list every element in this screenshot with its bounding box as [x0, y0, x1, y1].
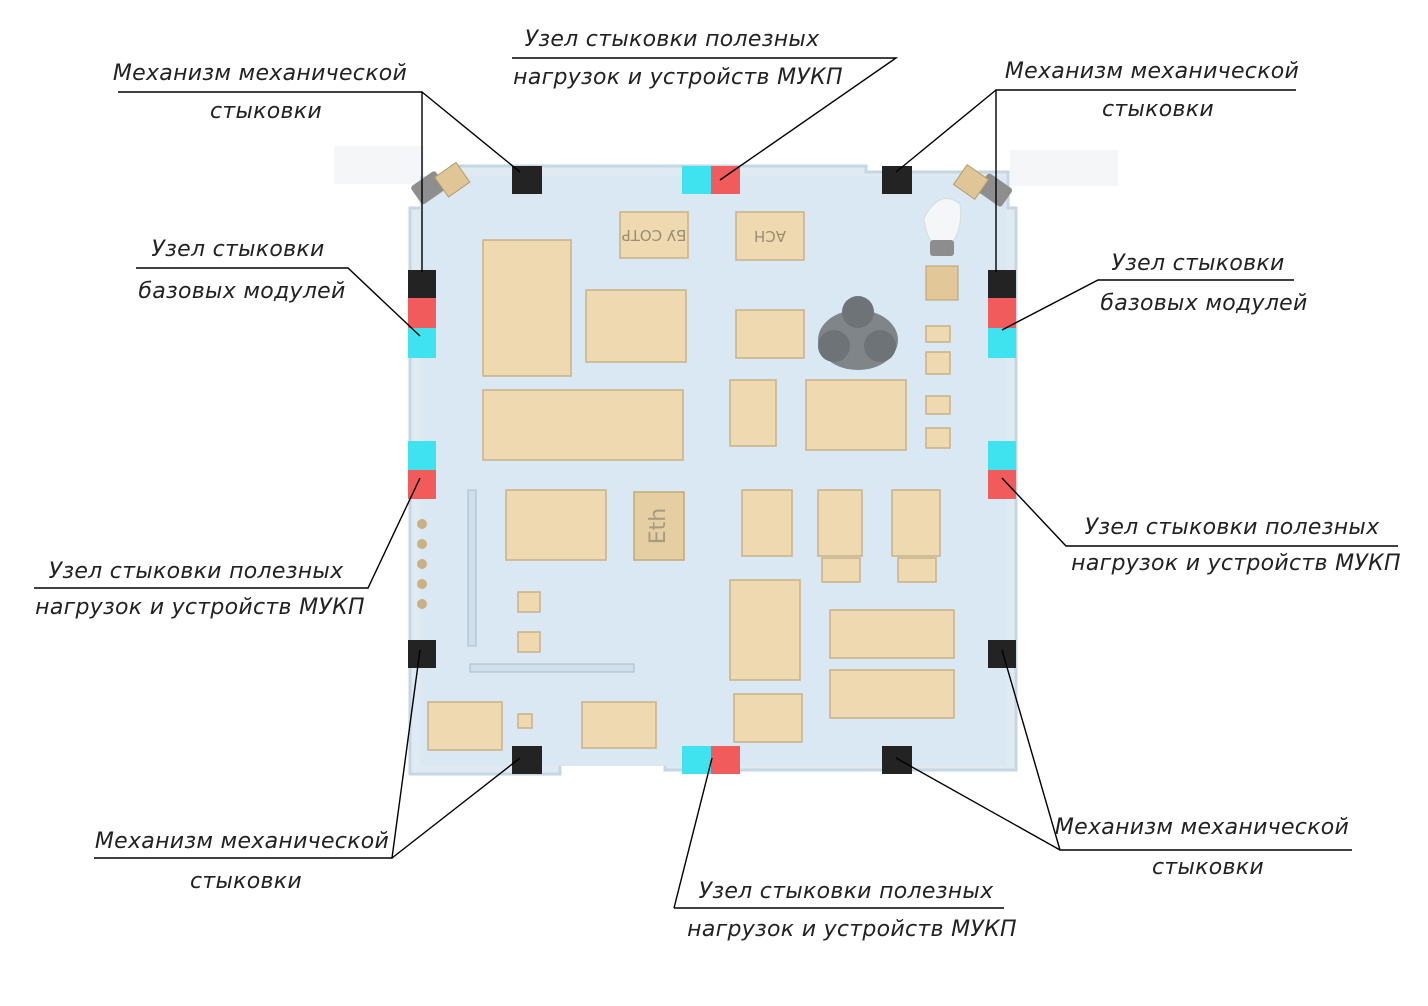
board-vertical-small [729, 379, 777, 447]
board-eth [633, 491, 685, 561]
board-bottom-left [427, 701, 503, 751]
large-board-middle [482, 389, 684, 461]
label-mech-top-right-line2: стыковки [1102, 97, 1214, 122]
label-payload-right-line1: Узел стыковки полезных [1085, 515, 1380, 540]
board-ach-label: АСН [754, 227, 786, 245]
board-left-middle [505, 489, 607, 561]
board-eth-label: Eth [646, 508, 671, 544]
payload-dock-right-cyan [988, 441, 1016, 470]
mech-dock-left-upper [408, 270, 436, 298]
label-base-right-line1: Узел стыковки [1111, 251, 1284, 276]
base-dock-right-red [988, 298, 1016, 328]
payload-dock-top-cyan [682, 166, 711, 194]
board-wide-right-a [829, 609, 955, 659]
mech-dock-top-right [882, 166, 912, 194]
board-stack-1 [925, 325, 951, 343]
connector-column [417, 519, 427, 609]
label-mech-bottom-right-line2: стыковки [1152, 855, 1264, 880]
right-arm-shadow [1010, 150, 1118, 186]
board-bottom-center [733, 693, 803, 743]
board-stack-3 [925, 395, 951, 415]
label-payload-top-line1: Узел стыковки полезных [525, 27, 820, 52]
board-tiny-b [517, 631, 541, 653]
callout-labels: Механизм механической стыковки Узел стык… [35, 27, 1401, 942]
base-dock-left-cyan [408, 328, 436, 358]
board-wide-right-b [829, 669, 955, 719]
camera-arm-dome [923, 197, 962, 251]
left-arm-shadow [334, 146, 424, 184]
horizontal-pipe [469, 663, 635, 673]
mech-dock-left-lower [408, 640, 436, 668]
board-stack-2 [925, 351, 951, 375]
mech-dock-right-lower [988, 640, 1016, 668]
board-small-vertical-c [891, 489, 941, 557]
camera-top-left [411, 161, 471, 205]
mech-dock-bottom-right [882, 746, 912, 774]
mech-dock-top-left [512, 166, 542, 194]
camera-arm-base [930, 240, 954, 256]
mech-dock-right-upper [988, 270, 1016, 298]
camera-top-right [952, 164, 1013, 207]
label-base-left-line1: Узел стыковки [151, 237, 324, 262]
board-tiny-a [517, 591, 541, 613]
board-by-cotp-label: БУ СОТР [622, 226, 687, 244]
board-bottom-tiny [517, 713, 533, 729]
base-dock-right-cyan [988, 328, 1016, 358]
label-mech-bottom-right-line1: Механизм механической [1055, 815, 1349, 840]
vertical-pipe [467, 489, 477, 647]
board-upper-center [585, 289, 687, 363]
payload-dock-top-red [711, 166, 740, 194]
label-mech-bottom-left-line1: Механизм механической [95, 829, 389, 854]
label-payload-left-line1: Узел стыковки полезных [49, 559, 344, 584]
label-payload-bottom-line1: Узел стыковки полезных [699, 879, 994, 904]
board-bottom-mid [581, 701, 657, 749]
board-small-upper [735, 309, 805, 359]
central-hub [818, 296, 898, 370]
board-tall-center [729, 579, 801, 681]
board-small-vertical-b-foot [821, 557, 861, 583]
label-payload-top-line2: нагрузок и устройств МУКП [513, 65, 843, 90]
label-payload-bottom-line2: нагрузок и устройств МУКП [687, 917, 1017, 942]
label-payload-left-line2: нагрузок и устройств МУКП [35, 595, 365, 620]
payload-dock-bottom-cyan [682, 746, 711, 774]
base-dock-left-red [408, 298, 436, 328]
board-stack-4 [925, 427, 951, 449]
board-small-vertical-a [741, 489, 793, 557]
corner-mechanisms [411, 161, 1013, 301]
board-small-vertical-b [817, 489, 863, 557]
payload-dock-bottom-red [711, 746, 740, 774]
label-mech-bottom-left-line2: стыковки [190, 869, 302, 894]
payload-dock-right-red [988, 470, 1016, 499]
label-base-right-line2: базовых модулей [1100, 291, 1307, 316]
payload-dock-left-cyan [408, 441, 436, 470]
leader-lines [34, 57, 1398, 909]
board-by-cotp [619, 211, 689, 259]
board-small-vertical-c-foot [897, 557, 937, 583]
board-center-right [805, 379, 907, 451]
label-payload-right-line2: нагрузок и устройств МУКП [1071, 551, 1401, 576]
large-board-upper [482, 239, 572, 377]
label-base-left-line2: базовых модулей [138, 279, 345, 304]
board-ach [735, 211, 805, 261]
equipment-boards: БУ СОТР АСН Eth [417, 211, 955, 751]
camera-arm-board [925, 265, 959, 301]
label-mech-top-left-line2: стыковки [210, 99, 322, 124]
label-mech-top-left-line1: Механизм механической [113, 61, 407, 86]
label-mech-top-right-line1: Механизм механической [1005, 59, 1299, 84]
